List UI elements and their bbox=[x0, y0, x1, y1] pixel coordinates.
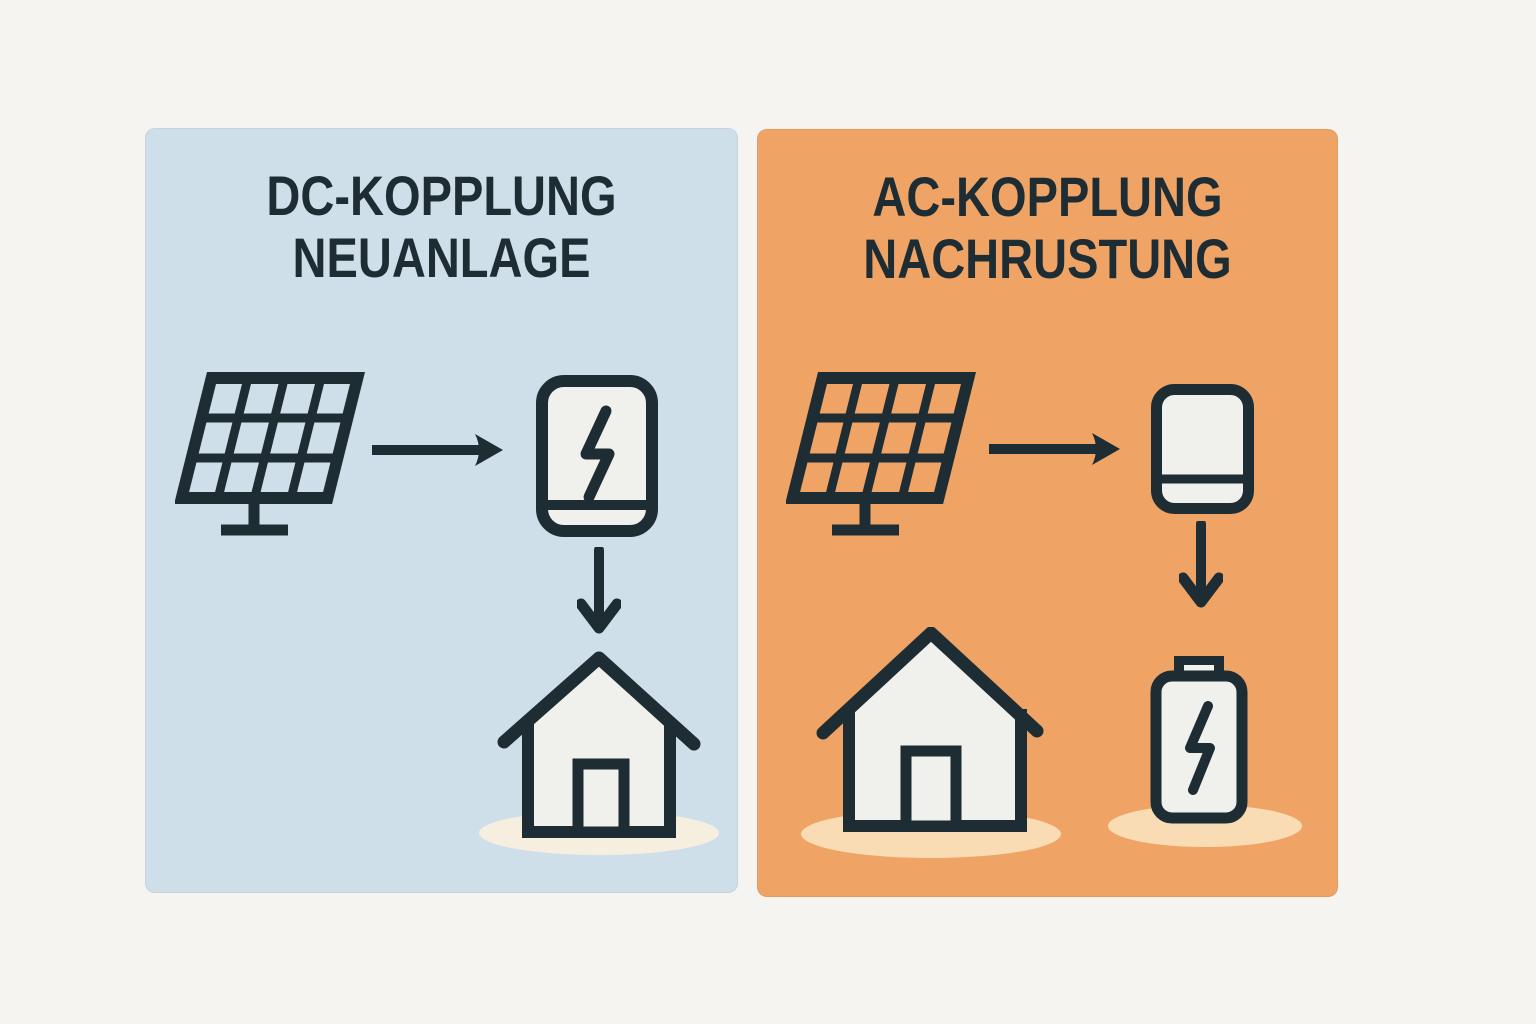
house-icon bbox=[816, 627, 1044, 832]
arrow-down-icon bbox=[1179, 521, 1223, 608]
panel-ac-title-line1: AC-KOPPLUNG bbox=[872, 165, 1223, 228]
battery-icon bbox=[1150, 656, 1248, 824]
arrow-right-icon bbox=[989, 433, 1120, 465]
panel-ac-title: AC-KOPPLUNG NACHRUSTUNG bbox=[804, 166, 1290, 290]
panel-dc-title: DC-KOPPLUNG NEUANLAGE bbox=[193, 165, 689, 289]
panel-ac-kopplung: AC-KOPPLUNG NACHRUSTUNG bbox=[757, 129, 1338, 897]
panel-dc-kopplung: DC-KOPPLUNG NEUANLAGE bbox=[145, 128, 738, 893]
arrow-right-icon bbox=[372, 434, 503, 466]
arrow-down-icon bbox=[577, 547, 621, 634]
inverter-bolt-icon bbox=[536, 375, 658, 537]
house-icon bbox=[497, 651, 701, 838]
solar-panel-icon bbox=[786, 372, 976, 536]
panel-dc-title-line2: NEUANLAGE bbox=[292, 226, 591, 289]
panel-dc-title-line1: DC-KOPPLUNG bbox=[266, 164, 617, 227]
panel-ac-title-line2: NACHRUSTUNG bbox=[863, 227, 1232, 290]
solar-panel-icon bbox=[175, 372, 365, 536]
inverter-icon bbox=[1151, 384, 1254, 514]
